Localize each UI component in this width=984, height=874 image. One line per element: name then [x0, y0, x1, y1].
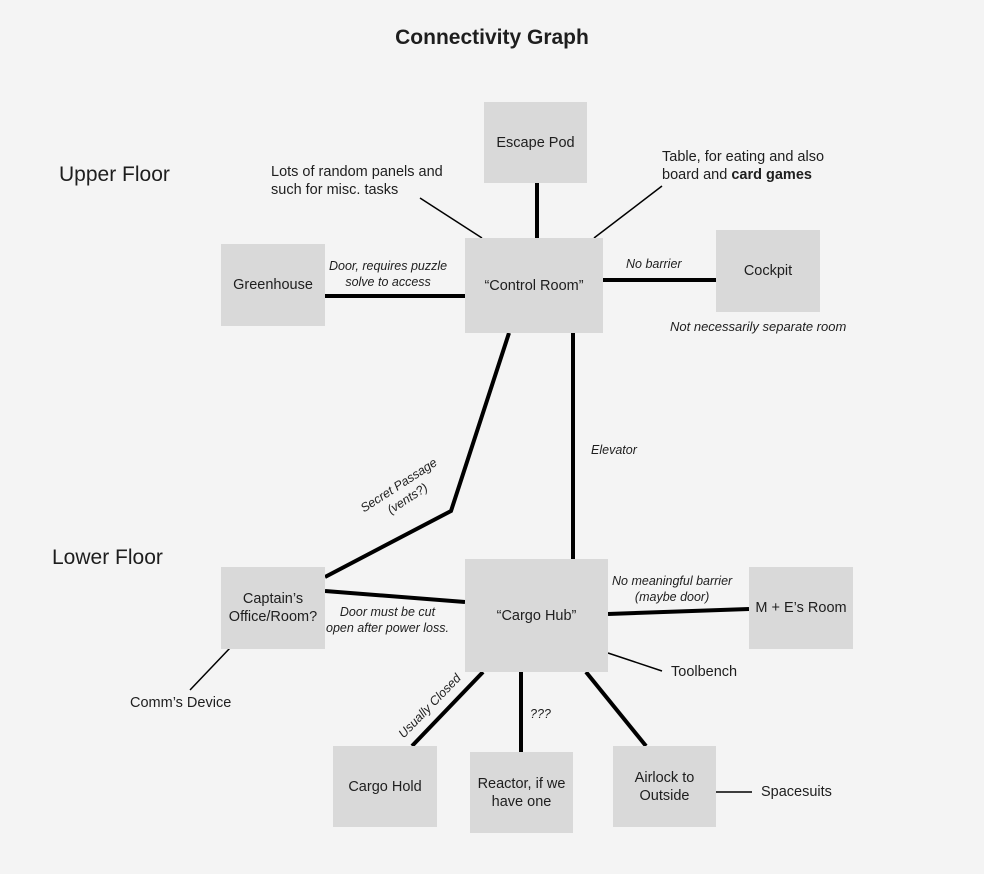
note-table-line2-text: board and	[662, 167, 732, 183]
label-unknown: ???	[530, 707, 551, 721]
leader-comms	[189, 647, 231, 691]
node-escape-pod: Escape Pod	[484, 102, 587, 183]
node-reactor: Reactor, if we have one	[470, 752, 573, 833]
edge-captain-cargo	[324, 589, 466, 604]
label-captain-door-line1: Door must be cut	[339, 605, 436, 619]
note-table-line1: Table, for eating and also	[662, 149, 825, 165]
label-greenhouse-door-line1: Door, requires puzzle	[329, 259, 448, 273]
note-table-card-games: card games	[731, 167, 812, 183]
captains-office-line2: Office/Room?	[228, 609, 318, 625]
label-me-barrier: No meaningful barrier (maybe door)	[612, 573, 732, 605]
airlock-line2: Outside	[639, 787, 690, 804]
label-captain-door-line2: open after power loss.	[326, 621, 449, 635]
node-cargo-hold: Cargo Hold	[333, 746, 437, 827]
node-control-room: “Control Room”	[465, 238, 603, 333]
reactor-line2: have one	[491, 793, 552, 810]
note-cockpit: Not necessarily separate room	[670, 319, 847, 334]
leader-table	[593, 185, 663, 239]
note-toolbench: Toolbench	[671, 664, 738, 680]
label-captain-door: Door must be cut open after power loss.	[326, 604, 449, 636]
lower-floor-label: Lower Floor	[52, 546, 163, 569]
label-greenhouse-door-line2: solve to access	[345, 275, 431, 289]
captains-office-line1: Captain’s	[242, 591, 304, 607]
node-greenhouse: Greenhouse	[221, 244, 325, 326]
leader-toolbench	[607, 652, 663, 672]
edge-secret-passage	[324, 332, 511, 579]
note-spacesuits: Spacesuits	[761, 784, 832, 800]
note-random-panels-line1: Lots of random panels and	[271, 164, 443, 180]
edge-cargo-me	[607, 607, 750, 616]
reactor-line1: Reactor, if we	[477, 775, 566, 792]
node-airlock: Airlock to Outside	[613, 746, 716, 827]
node-cargo-hub: “Cargo Hub”	[465, 559, 608, 672]
upper-floor-label: Upper Floor	[59, 163, 170, 186]
node-cockpit: Cockpit	[716, 230, 820, 312]
edge-cargo-hold	[410, 670, 485, 748]
note-table: Table, for eating and also board and car…	[662, 148, 824, 184]
label-me-barrier-line2: (maybe door)	[634, 590, 710, 604]
note-random-panels-line2: such for misc. tasks	[271, 182, 399, 198]
label-elevator: Elevator	[591, 443, 637, 457]
leader-panels	[419, 197, 483, 239]
airlock-line1: Airlock to	[634, 769, 695, 786]
node-captains-office: Captain’s Office/Room?	[221, 567, 325, 649]
label-no-barrier: No barrier	[626, 257, 682, 271]
note-comms-device: Comm’s Device	[130, 695, 232, 711]
label-me-barrier-line1: No meaningful barrier	[612, 574, 733, 588]
note-table-line2: board and card games	[662, 166, 824, 184]
label-greenhouse-door: Door, requires puzzle solve to access	[329, 258, 447, 290]
edge-cargo-airlock	[584, 670, 648, 748]
diagram-title: Connectivity Graph	[395, 26, 589, 49]
note-random-panels: Lots of random panels and such for misc.…	[271, 163, 443, 199]
node-me-room: M + E’s Room	[749, 567, 853, 649]
